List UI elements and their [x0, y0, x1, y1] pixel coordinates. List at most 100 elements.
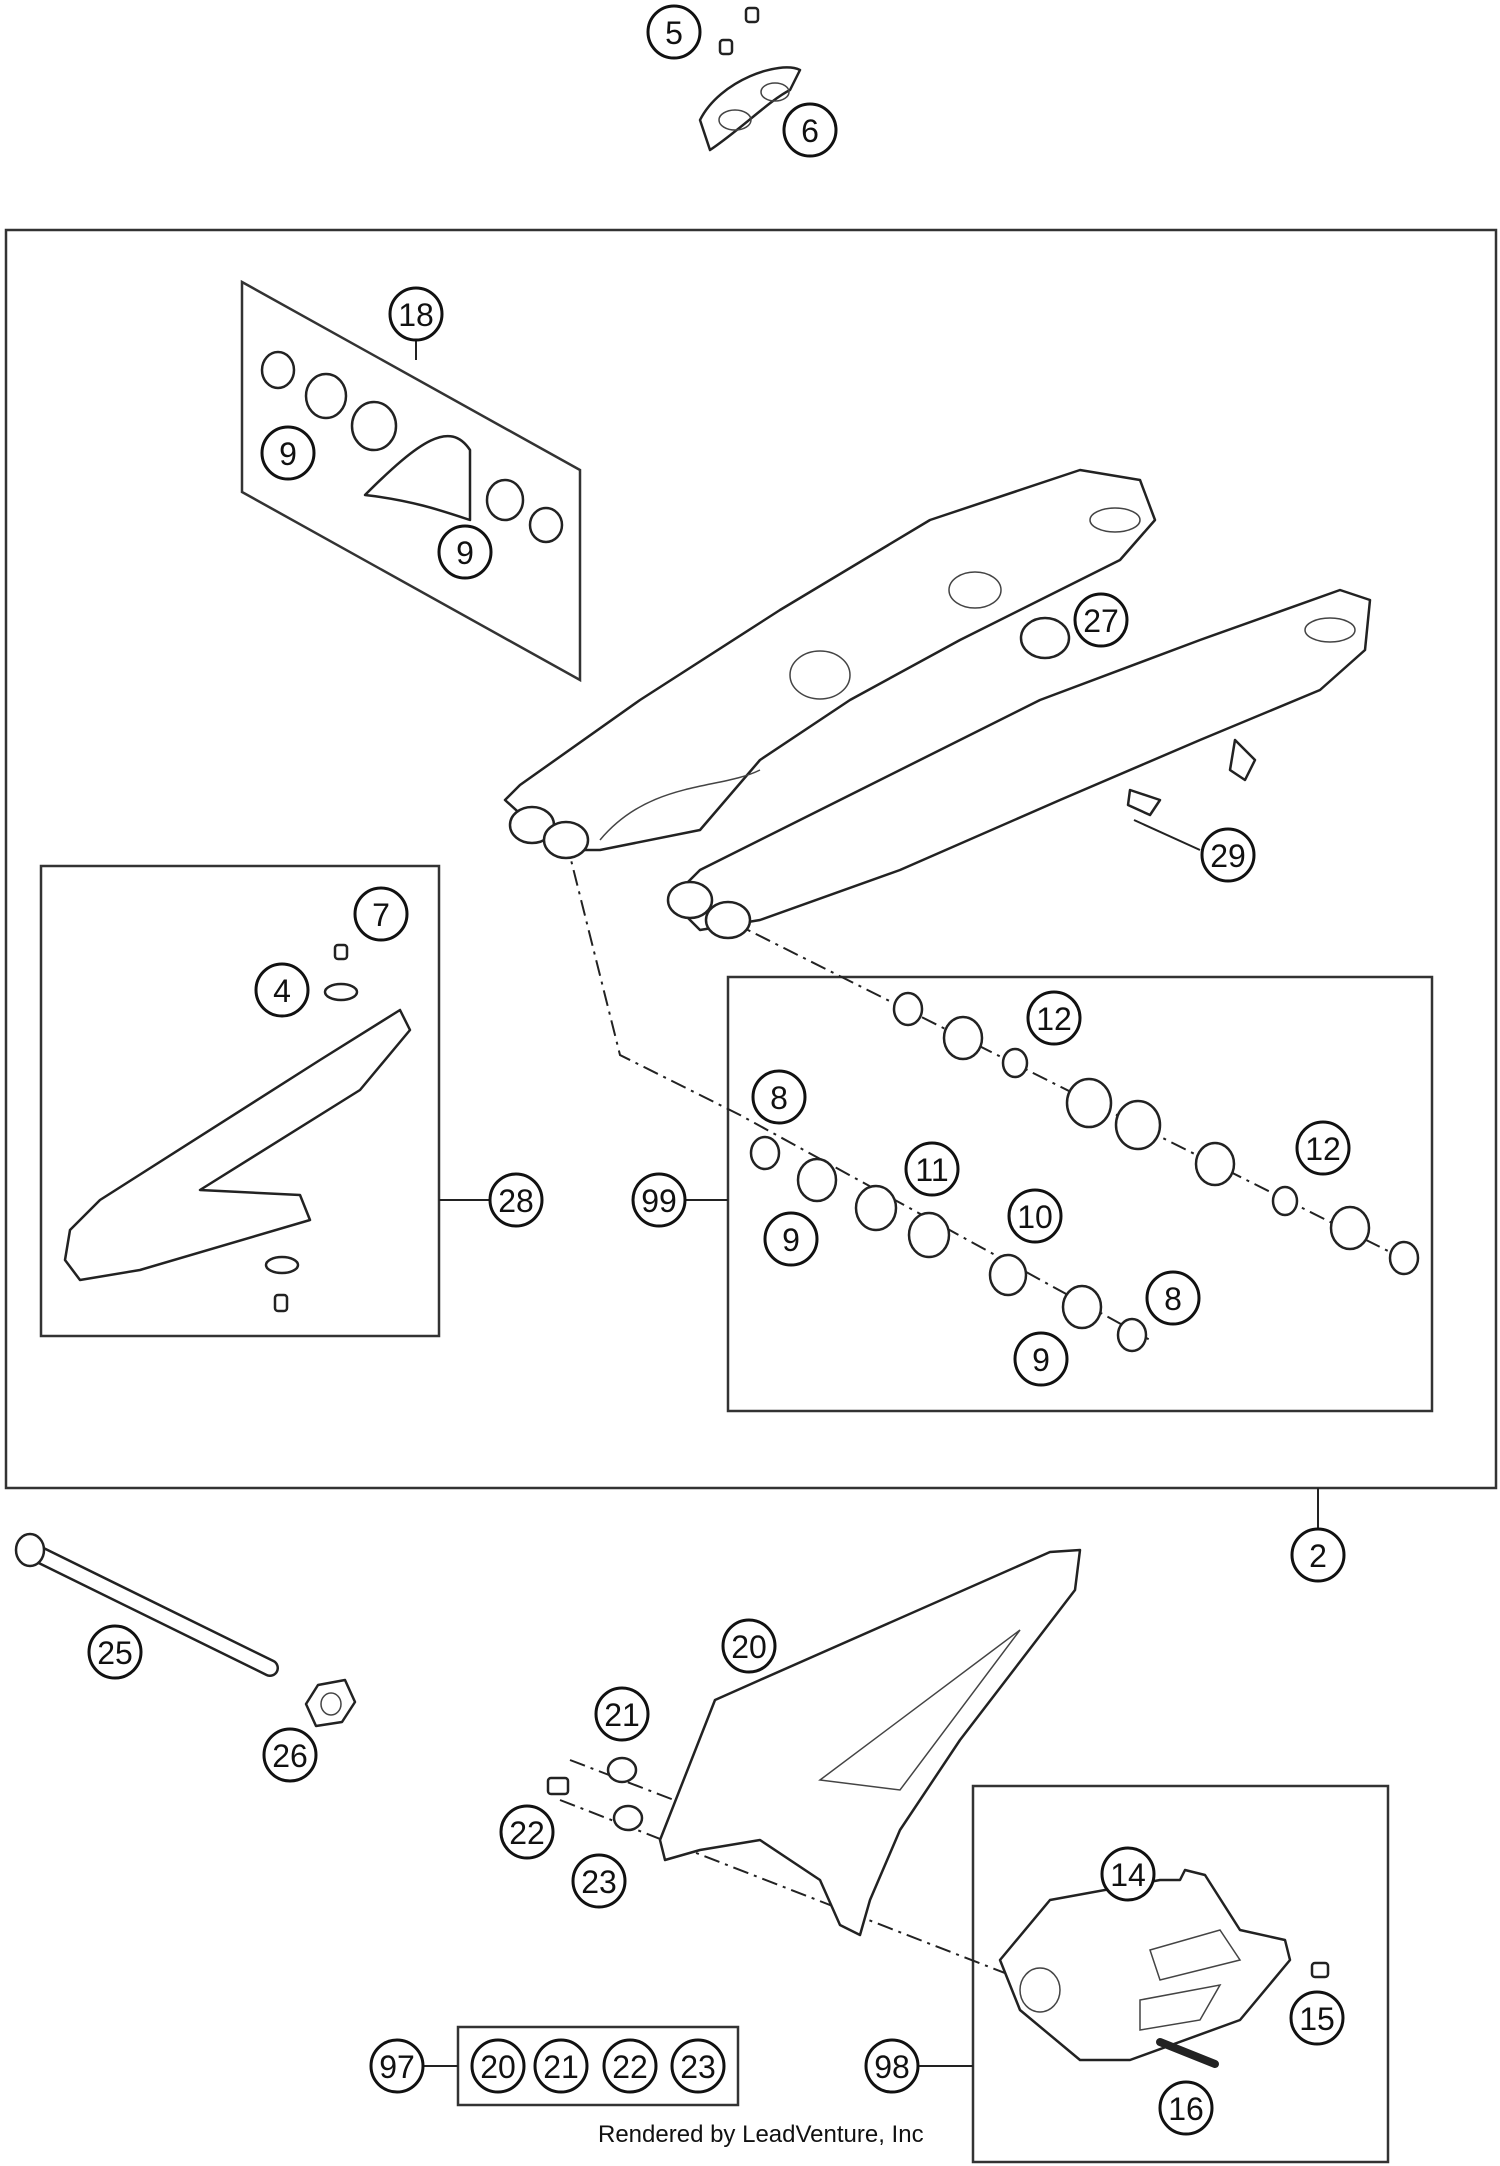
callout-circle: [594, 1686, 650, 1742]
callout-c97b: 21: [533, 2038, 589, 2094]
callout-circle: [499, 1804, 555, 1860]
callout-c28: 28: [488, 1172, 544, 1228]
callout-circle: [1145, 1270, 1201, 1326]
callout-circle: [262, 1727, 318, 1783]
credit-text: Rendered by LeadVenture, Inc: [598, 2121, 924, 2148]
swingarm: [503, 468, 1372, 940]
callout-circle: [751, 1069, 807, 1125]
callout-circle: [1026, 990, 1082, 1046]
callout-c9a: 9: [260, 425, 316, 481]
callout-c99: 99: [631, 1172, 687, 1228]
callout-circle: [353, 886, 409, 942]
callout-number: 98: [874, 2049, 910, 2085]
callout-circle: [1289, 1990, 1345, 2046]
callout-circle: [1073, 592, 1129, 648]
callout-c26: 26: [262, 1727, 318, 1783]
chain-slider: [63, 943, 412, 1313]
callout-circle: [488, 1172, 544, 1228]
callout-circle: [533, 2038, 589, 2094]
bearing-kit-parts: [260, 350, 564, 544]
callout-number: 7: [372, 897, 390, 933]
callout-c27: 27: [1073, 592, 1129, 648]
callout-circle: [388, 286, 444, 342]
callout-number: 29: [1210, 838, 1246, 874]
callout-circle: [470, 2038, 526, 2094]
callout-number: 9: [456, 535, 474, 571]
callout-circle: [864, 2038, 920, 2094]
chain-guide: [998, 1868, 1330, 2068]
callout-c9b: 9: [437, 524, 493, 580]
callout-circle: [1013, 1331, 1069, 1387]
callout-number: 20: [731, 1629, 767, 1665]
callout-number: 9: [1032, 1342, 1050, 1378]
callout-number: 2: [1309, 1538, 1327, 1574]
callout-circle: [571, 1853, 627, 1909]
callout-number: 10: [1017, 1199, 1053, 1235]
callout-c6: 6: [782, 102, 838, 158]
callout-c20: 20: [721, 1618, 777, 1674]
callout-c8b: 8: [1145, 1270, 1201, 1326]
callout-circle: [763, 1211, 819, 1267]
callout-number: 21: [604, 1697, 640, 1733]
leader-lines: [415, 340, 1319, 2067]
callout-c29: 29: [1200, 827, 1256, 883]
callout-number: 8: [770, 1080, 788, 1116]
callout-c12a: 12: [1026, 990, 1082, 1046]
callout-c18: 18: [388, 286, 444, 342]
callout-number: 22: [612, 2049, 648, 2085]
chain-guide-frame: [971, 1784, 1390, 2164]
swingarm-axle: [14, 1532, 357, 1728]
callout-c23: 23: [571, 1853, 627, 1909]
callout-c97d: 23: [670, 2038, 726, 2094]
callout-c9d: 9: [1013, 1331, 1069, 1387]
callout-number: 20: [480, 2049, 516, 2085]
callout-number: 11: [915, 1152, 948, 1188]
callout-circle: [1200, 827, 1256, 883]
callout-circle: [631, 1172, 687, 1228]
callout-number: 26: [272, 1738, 308, 1774]
callout-circle: [369, 2038, 425, 2094]
callout-circle: [646, 4, 702, 60]
chain-slider-frame: [39, 864, 441, 1338]
callout-circle: [437, 524, 493, 580]
callout-number: 22: [509, 1815, 545, 1851]
callout-circle: [721, 1618, 777, 1674]
callout-c97a: 20: [470, 2038, 526, 2094]
callout-c15: 15: [1289, 1990, 1345, 2046]
callout-c11: 11: [904, 1141, 960, 1197]
callout-c97c: 22: [602, 2038, 658, 2094]
callout-circle: [254, 962, 310, 1018]
bearing-set-parts: [749, 991, 1420, 1353]
callout-circle: [87, 1624, 143, 1680]
callout-circle: [260, 425, 316, 481]
callout-circle: [670, 2038, 726, 2094]
callout-number: 23: [680, 2049, 716, 2085]
callout-number: 14: [1110, 1857, 1146, 1893]
callout-number: 6: [801, 113, 819, 149]
callout-number: 25: [97, 1635, 133, 1671]
callout-number: 9: [279, 436, 297, 472]
callout-number: 9: [782, 1222, 800, 1258]
callout-c14: 14: [1100, 1846, 1156, 1902]
callout-circle: [904, 1141, 960, 1197]
callout-number: 23: [581, 1864, 617, 1900]
clamp-parts: [698, 6, 802, 152]
callout-circle: [782, 102, 838, 158]
callout-c10: 10: [1007, 1188, 1063, 1244]
callout-c2: 2: [1290, 1527, 1346, 1583]
callout-number: 15: [1299, 2001, 1335, 2037]
callout-c4: 4: [254, 962, 310, 1018]
callout-circle: [1007, 1188, 1063, 1244]
callout-c21: 21: [594, 1686, 650, 1742]
callout-c98: 98: [864, 2038, 920, 2094]
chain-guard: [546, 1548, 1082, 1937]
bearing-kit-frame: [240, 279, 582, 683]
callout-c16: 16: [1158, 2080, 1214, 2136]
callout-number: 8: [1164, 1281, 1182, 1317]
callout-circle: [602, 2038, 658, 2094]
callout-circle: [1100, 1846, 1156, 1902]
callout-circle: [1290, 1527, 1346, 1583]
callout-c12b: 12: [1295, 1120, 1351, 1176]
